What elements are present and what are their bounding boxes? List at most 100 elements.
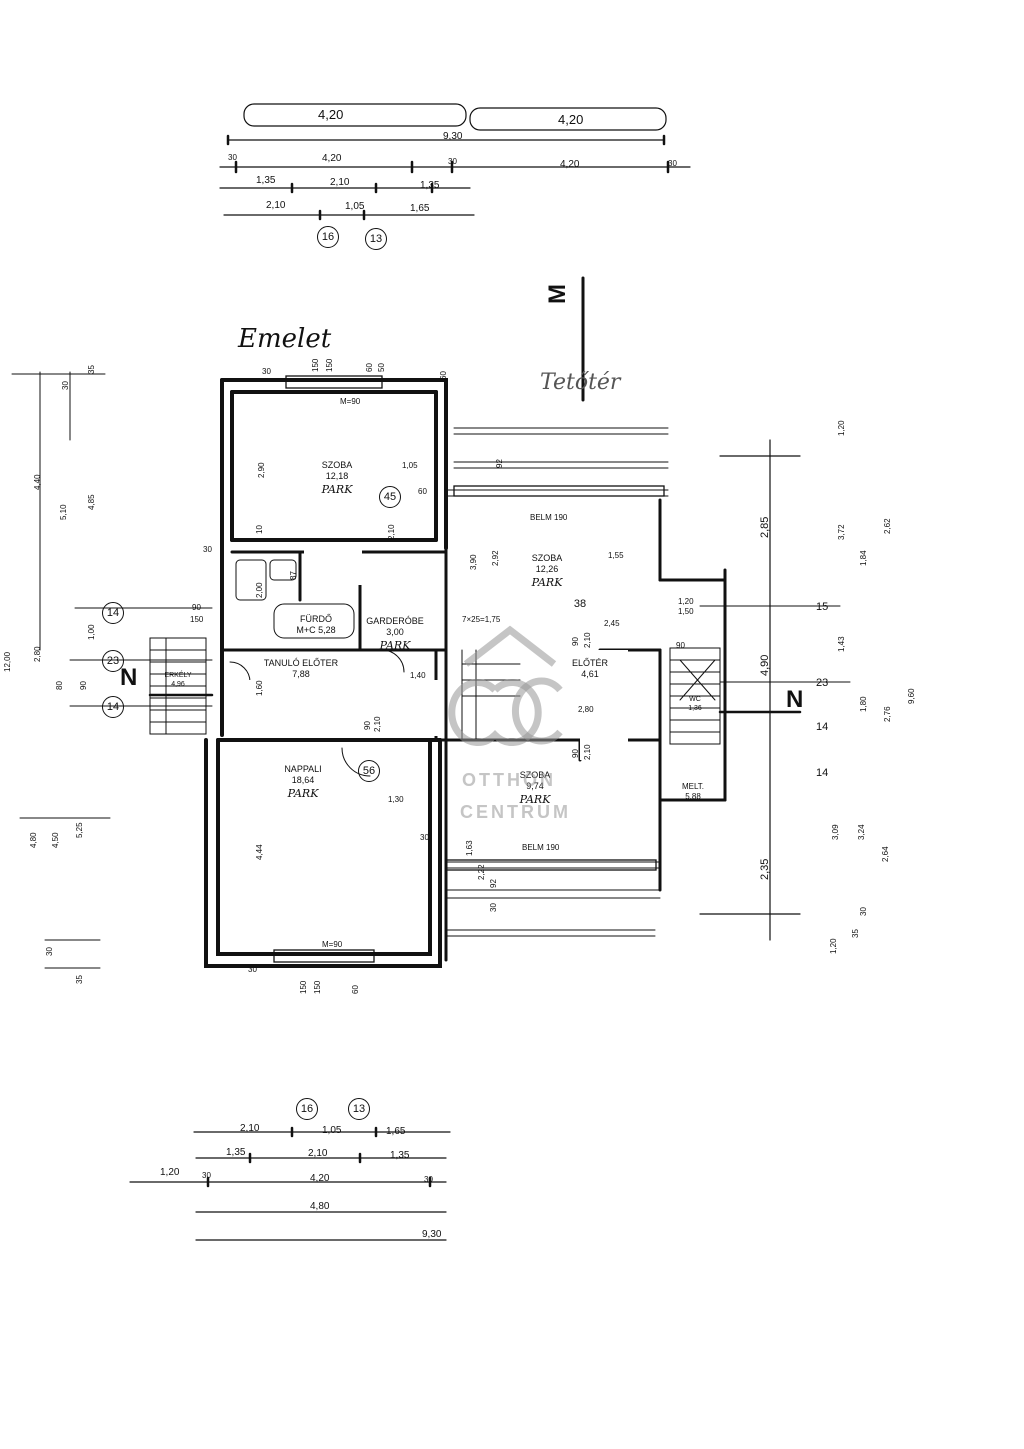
inner-dim: 1,20	[678, 597, 694, 606]
right-dim: 4,90	[759, 654, 771, 676]
inner-dim: 1,30	[388, 795, 404, 804]
dim-top-r4: 1,35	[256, 175, 276, 186]
left-dim: 30	[45, 947, 54, 956]
dim-top-row1-left: 4,20	[318, 107, 344, 122]
right-dim: 1,20	[829, 938, 838, 954]
room-furdo: FÜRDŐ M+C 5,28	[276, 614, 356, 637]
inner-dim: 1,60	[255, 680, 264, 696]
room-floor-area: M+C 5,28	[296, 625, 336, 636]
watermark-line2: CENTRUM	[460, 802, 571, 822]
left-dim: 30	[61, 381, 70, 390]
right-dim: 2,62	[883, 518, 892, 534]
left-dim: 1,00	[87, 624, 96, 640]
room-name: ELŐTÉR	[571, 658, 608, 668]
dim-top-r3: 4,20	[322, 153, 342, 164]
left-dim: 5,25	[75, 822, 84, 838]
left-dim: 4,50	[51, 832, 60, 848]
axis-marker-23-left: 23	[102, 650, 124, 672]
dim-bottom-r2: 1,35	[226, 1147, 246, 1158]
axis-marker-14-left-b: 14	[102, 696, 124, 718]
room-szoba-3: SZOBA 9,74 PARK	[500, 770, 570, 806]
room-area: 4,61	[581, 669, 599, 680]
dim-top-r3: 30	[228, 153, 237, 162]
inner-dim: 30	[248, 965, 257, 974]
dim-top-r5: 1,05	[345, 201, 365, 212]
right-dim: 35	[851, 929, 860, 938]
inner-dim: 60	[365, 363, 374, 372]
right-dim: 30	[859, 907, 868, 916]
inner-dim: 3,90	[469, 554, 478, 570]
inner-dim: 60	[439, 371, 448, 380]
room-floor: PARK	[379, 638, 411, 652]
room-area: 5,88	[685, 792, 701, 801]
room-erkely: ERKÉLY 4,96	[150, 672, 206, 690]
dim-top-row1-right: 4,20	[558, 112, 584, 127]
dim-bottom-r5: 9,30	[422, 1229, 442, 1240]
room-area: 1,36	[688, 704, 702, 712]
room-nappali: NAPPALI 18,64 PARK	[268, 764, 338, 800]
room-tanulo-eloter: TANULÓ ELŐTER 7,88	[256, 658, 346, 681]
right-dim: 1,20	[837, 420, 846, 436]
inner-dim: 87	[289, 571, 298, 580]
axis-marker-13-bottom: 13	[348, 1098, 370, 1120]
axis-label-23-right: 23	[816, 677, 829, 689]
left-dim: 35	[87, 365, 96, 374]
axis-marker-16-bottom: 16	[296, 1098, 318, 1120]
room-name: SZOBA	[519, 770, 551, 780]
inner-dim: 92	[495, 459, 504, 468]
inner-dim: 1,50	[678, 607, 694, 616]
inner-dim: 2,22	[477, 864, 486, 880]
inner-dim: 1,40	[410, 671, 426, 680]
dim-bottom-r3: 4,20	[310, 1173, 330, 1184]
left-dim: 12,00	[3, 651, 12, 672]
axis-marker-14-left-a: 14	[102, 602, 124, 624]
redaction-block	[580, 650, 628, 760]
inner-dim: 1,55	[608, 551, 624, 560]
room-floor: PARK	[321, 482, 353, 496]
dim-top-r3: 30	[668, 159, 677, 168]
room-name: SZOBA	[321, 460, 353, 470]
dim-bottom-r2: 1,35	[390, 1150, 410, 1161]
room-area: 9,74	[526, 781, 544, 792]
right-dim: 2,85	[759, 516, 771, 538]
redaction-block	[240, 680, 440, 736]
belm-label-top: BELM 190	[530, 513, 568, 522]
inner-dim: 90	[571, 637, 580, 646]
left-dim: 4,80	[29, 832, 38, 848]
room-melt: MELT. 5,88	[666, 782, 720, 802]
axis-label-14-right: 14	[816, 721, 829, 733]
inner-dim: 90	[363, 721, 372, 730]
dim-bottom-r2: 2,10	[308, 1148, 328, 1159]
inner-dim: 2,00	[255, 582, 264, 598]
inner-dim: 4,44	[255, 844, 264, 860]
window-label-bottom: M=90	[322, 940, 343, 949]
section-mark-n-left: N	[120, 664, 138, 691]
inner-dim: 30	[489, 903, 498, 912]
left-dim: 4,40	[33, 474, 42, 490]
inner-dim: 60	[351, 985, 360, 994]
room-name: GARDERÓBE	[366, 616, 424, 626]
left-dim: 4,85	[87, 494, 96, 510]
inner-dim: 90	[571, 749, 580, 758]
room-name: SZOBA	[531, 553, 563, 563]
inner-dim: 30	[420, 833, 429, 842]
dim-top-total: 9,30	[443, 131, 463, 142]
inner-dim: 90	[676, 641, 685, 650]
inner-dim: 1,63	[465, 840, 474, 856]
inner-dim: 90	[192, 603, 201, 612]
right-dim: 3,09	[831, 824, 840, 840]
left-dim: 35	[75, 975, 84, 984]
room-name: NAPPALI	[284, 764, 322, 774]
inner-dim: 30	[203, 545, 212, 554]
inner-dim: 2,45	[604, 619, 620, 628]
tetoter-handwritten: Tetőtér	[540, 370, 621, 395]
right-dim: 3,24	[857, 824, 866, 840]
inner-dim: 1,05	[402, 461, 418, 470]
right-dim: 1,43	[837, 636, 846, 652]
belm-label-bottom: BELM 190	[522, 843, 560, 852]
dim-top-r3: 4,20	[560, 159, 580, 170]
room-floor: PARK	[519, 792, 551, 806]
section-mark-n-right: N	[786, 686, 804, 713]
dim-bottom-r3: 30	[424, 1175, 433, 1184]
